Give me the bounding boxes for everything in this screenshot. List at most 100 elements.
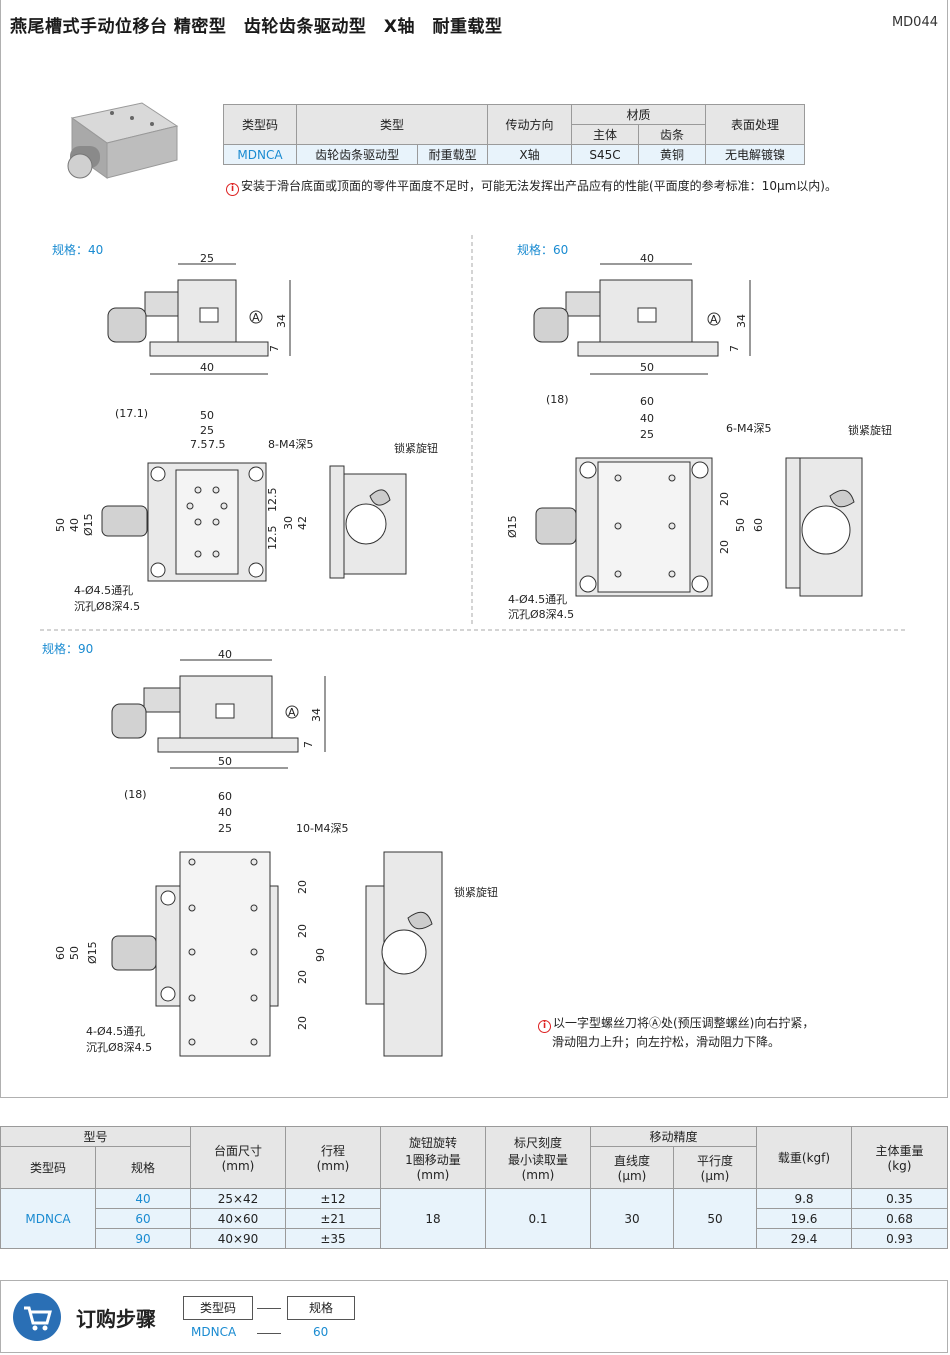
- mt-size: 25×42: [190, 1188, 286, 1209]
- dim40-v30: 30: [282, 516, 295, 530]
- mt-size: 40×60: [190, 1208, 286, 1229]
- mt-header-weight: 主体重量 (kg): [851, 1126, 948, 1189]
- mt-load: 29.4: [756, 1228, 852, 1249]
- dim40-v42: 42: [296, 516, 309, 530]
- mt-typecode: MDNCA: [0, 1188, 96, 1249]
- section-label-90: 规格：90: [42, 642, 94, 656]
- dim40-top-width: 25: [200, 252, 214, 265]
- dim60-v20a: 20: [718, 492, 731, 506]
- dim40-v40: 40: [68, 518, 81, 532]
- model-table: 型号 台面尺寸 (mm) 行程 (mm) 旋钮旋转 1圈移动量 (mm) 标尺刻…: [0, 1126, 948, 1249]
- dim90-tap-label: 10-M4深5: [296, 822, 348, 835]
- dim40-top-25: 25: [200, 424, 214, 437]
- dim60-v50: 50: [734, 518, 747, 532]
- mt-parallelism: 50: [673, 1188, 757, 1249]
- adjust-note-line2: 滑动阻力上升；向左拧松，滑动阻力下降。: [552, 1035, 781, 1049]
- order-dash: [257, 1308, 281, 1309]
- mt-header-parallelism: 平行度 (μm): [673, 1146, 757, 1189]
- page-title: 燕尾槽式手动位移台 精密型 齿轮齿条驱动型 X轴 耐重载型: [10, 17, 503, 37]
- dim90-v60: 60: [54, 946, 67, 960]
- adjust-note-line1: 以一字型螺丝刀将Ⓐ处(预压调整螺丝)向右拧紧，: [553, 1016, 815, 1030]
- dim90-offset: (18): [124, 788, 147, 801]
- mt-weight: 0.35: [851, 1188, 948, 1209]
- front-view-90: [365, 851, 443, 1057]
- catalog-page-frame: [0, 0, 948, 1098]
- spec-header-type: 类型: [296, 104, 488, 145]
- mt-header-knob: 旋钮旋转 1圈移动量 (mm): [380, 1126, 486, 1189]
- catalog-code: MD044: [891, 15, 938, 30]
- dim40-base-height: 7: [268, 345, 281, 352]
- mt-scale: 0.1: [485, 1188, 591, 1249]
- dim90-phi: Ø15: [86, 941, 99, 964]
- dim40-pitch-a: 7.5: [190, 438, 208, 451]
- dim40-tap-label: 8-M4深5: [268, 438, 313, 451]
- dim40-A: A: [252, 311, 260, 324]
- spec-cell-direction: X轴: [487, 144, 572, 165]
- table-row: 90 40×90 ±35 29.4 0.93: [1, 1228, 948, 1249]
- spec-header-typecode: 类型码: [223, 104, 297, 145]
- order-steps: 订购步骤 类型码 规格 MDNCA 60: [0, 1280, 948, 1353]
- dim90-v20c: 20: [296, 970, 309, 984]
- side-view-90: [111, 675, 299, 753]
- mt-weight: 0.68: [851, 1208, 948, 1229]
- mt-header-scale: 标尺刻度 最小读取量 (mm): [485, 1126, 591, 1189]
- dim60-base-width: 50: [640, 361, 654, 374]
- mt-header-linearity: 直线度 (μm): [590, 1146, 674, 1189]
- info-icon: i: [538, 1020, 551, 1033]
- mt-header-model: 型号: [0, 1126, 191, 1147]
- dim60-offset: (18): [546, 393, 569, 406]
- info-icon: i: [226, 183, 239, 196]
- mt-load: 9.8: [756, 1188, 852, 1209]
- section-label-40: 规格：40: [52, 243, 104, 257]
- dim60-base-height: 7: [728, 345, 741, 352]
- mt-knob: 18: [380, 1188, 486, 1249]
- mt-header-stroke: 行程 (mm): [285, 1126, 381, 1189]
- spec-cell-rack: 黄铜: [638, 144, 706, 165]
- dim90-base-width: 50: [218, 755, 232, 768]
- dim90-v50: 50: [68, 946, 81, 960]
- dim40-r1: 12.5: [266, 488, 279, 513]
- mt-spec: 40: [95, 1188, 191, 1209]
- order-value-typecode: MDNCA: [191, 1325, 237, 1339]
- front-view-40: [329, 465, 407, 579]
- dim90-top-40: 40: [218, 806, 232, 819]
- dim40-offset: (17.1): [115, 407, 148, 420]
- dim40-knob-label: 锁紧旋钮: [394, 441, 438, 455]
- mt-stroke: ±21: [285, 1208, 381, 1229]
- mt-header-accuracy: 移动精度: [590, 1126, 757, 1147]
- spec-header-body: 主体: [571, 124, 639, 145]
- dim90-height: 34: [310, 708, 323, 722]
- order-box-typecode: 类型码: [183, 1296, 253, 1320]
- dim60-height: 34: [735, 314, 748, 328]
- dim60-phi: Ø15: [506, 515, 519, 538]
- dim90-base-height: 7: [302, 741, 315, 748]
- side-view-60: [533, 279, 719, 357]
- dim90-top-60: 60: [218, 790, 232, 803]
- drawing-spec-40: 25 34 7 A 40 (17.1) 50 25 7.5 7.5 8-M4深5…: [54, 252, 438, 613]
- table-row: MDNCA 40 25×42 ±12 18 0.1 30 50 9.8 0.35: [0, 1188, 948, 1249]
- mt-header-load: 载重(kgf): [756, 1126, 852, 1189]
- mt-spec: 90: [95, 1228, 191, 1249]
- dim60-A: A: [710, 313, 718, 326]
- dim40-v50: 50: [54, 518, 67, 532]
- top-view-40: [101, 462, 267, 582]
- dim40-hole1: 4-Ø4.5通孔: [74, 584, 133, 597]
- mt-header-spec: 规格: [95, 1146, 191, 1189]
- dim40-hole2: 沉孔Ø8深4.5: [74, 600, 140, 613]
- spec-table: 类型码 类型 传动方向 材质 表面处理 主体 齿条 MDNCA 齿轮齿条驱动型 …: [223, 104, 805, 165]
- dim90-v90: 90: [314, 948, 327, 962]
- dim90-A: A: [288, 706, 296, 719]
- mt-header-size: 台面尺寸 (mm): [190, 1126, 286, 1189]
- order-title: 订购步骤: [76, 1307, 156, 1331]
- dim40-top-50: 50: [200, 409, 214, 422]
- flatness-note-text: 安装于滑台底面或顶面的零件平面度不足时，可能无法发挥出产品应有的性能(平面度的参…: [241, 179, 837, 193]
- mt-stroke: ±12: [285, 1188, 381, 1209]
- product-photo: [67, 102, 179, 179]
- dim40-r2: 12.5: [266, 526, 279, 551]
- mt-linearity: 30: [590, 1188, 674, 1249]
- spec-cell-surface: 无电解镀镍: [705, 144, 805, 165]
- dim60-top-60: 60: [640, 395, 654, 408]
- dim40-base-width: 40: [200, 361, 214, 374]
- dim90-top-25: 25: [218, 822, 232, 835]
